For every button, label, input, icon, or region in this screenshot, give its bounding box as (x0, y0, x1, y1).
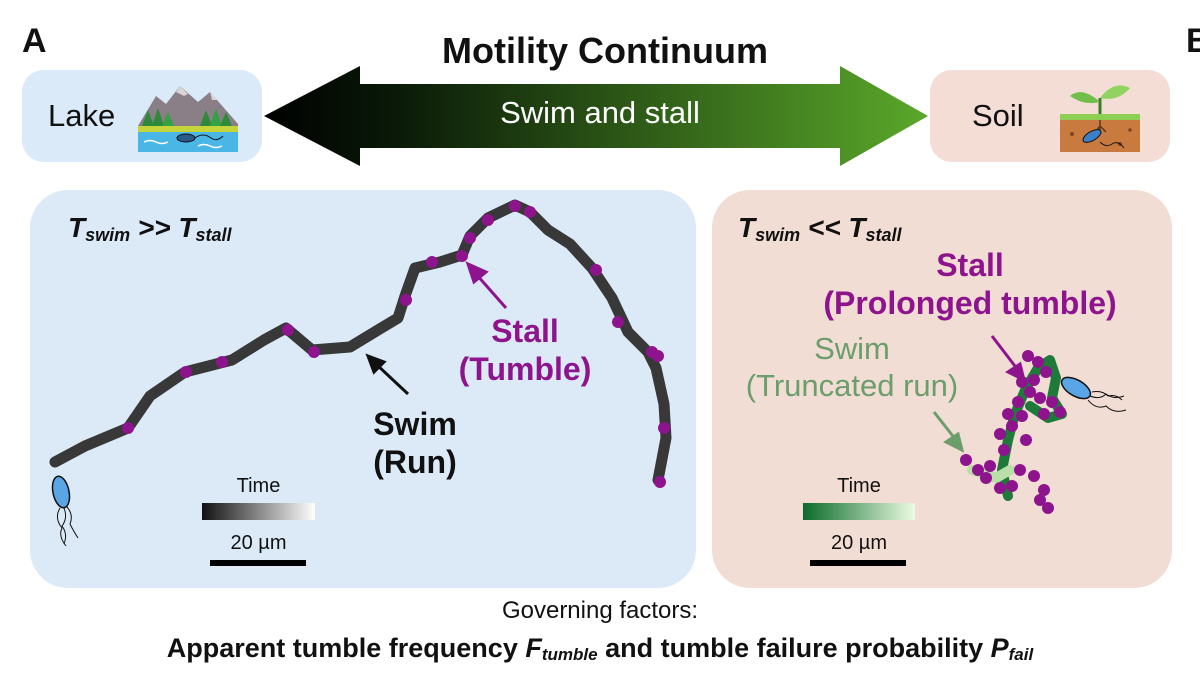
arrow-shape (264, 66, 928, 166)
stall-point (1022, 350, 1034, 362)
stall-point (1038, 408, 1050, 420)
lake-bacterium-icon (51, 475, 79, 547)
stall-point (464, 232, 476, 244)
soil-time-colorbar (803, 503, 915, 520)
stall-point (1012, 396, 1024, 408)
stall-point (1034, 392, 1046, 404)
stall-point (509, 200, 521, 212)
governing-factors-heading: Governing factors: (501, 597, 699, 624)
stall-point (1032, 356, 1044, 368)
stall-point (1028, 470, 1040, 482)
stall-point (972, 464, 984, 476)
stall-point (1006, 480, 1018, 492)
stall-point (180, 366, 192, 378)
continuum-arrow (264, 66, 928, 166)
stall-arrow (465, 261, 508, 309)
soil-swim-label: Swim(Truncated run) (745, 331, 959, 403)
stall-point (1016, 410, 1028, 422)
soil-icon (1060, 85, 1140, 152)
lake-scale-label: 20 µm (230, 532, 287, 554)
stall-point (216, 356, 228, 368)
arrow-label: Swim and stall (500, 95, 700, 130)
stall-point (994, 482, 1006, 494)
swim-arrow (365, 353, 410, 396)
lake-stall-points (122, 200, 670, 488)
soil-scale-bar (810, 560, 906, 566)
lake-stall-label: Stall(Tumble) (458, 313, 592, 387)
soil-stall-label: Stall(Prolonged tumble) (823, 247, 1117, 321)
stall-point (1042, 502, 1054, 514)
stall-point (1034, 494, 1046, 506)
soil-time-label: Time (837, 475, 881, 497)
panel-label-a: A (22, 22, 47, 60)
stall-point (1038, 484, 1050, 496)
stall-point (612, 316, 624, 328)
stall-point (308, 346, 320, 358)
diagram-title: Motility Continuum (442, 30, 768, 71)
stall-point (1024, 386, 1036, 398)
stall-point (994, 428, 1006, 440)
lake-icon (138, 86, 238, 152)
lake-time-label: Time (236, 475, 281, 497)
stall-point (590, 264, 602, 276)
governing-factors-text: Apparent tumble frequency Ftumble and tu… (166, 633, 1034, 664)
stall-point (654, 476, 666, 488)
soil-scale-label: 20 µm (831, 532, 887, 554)
soil-stall-points (960, 350, 1066, 514)
left-regime-label: Tswim >> Tstall (68, 212, 232, 245)
lake-box: Lake (22, 70, 262, 162)
stall-point (652, 350, 664, 362)
stall-point (1002, 408, 1014, 420)
soil-stall-arrow (990, 335, 1027, 383)
stall-point (482, 214, 494, 226)
stall-point (984, 460, 996, 472)
lake-label: Lake (48, 98, 116, 133)
soil-box: Soil (930, 70, 1170, 162)
stall-point (1046, 396, 1058, 408)
stall-point (1040, 366, 1052, 378)
stall-point (658, 422, 670, 434)
lake-scale-bar (210, 560, 306, 566)
stall-point (1028, 374, 1040, 386)
soil-swim-arrow (932, 411, 965, 453)
panel-label-b: B (1186, 22, 1200, 60)
stall-point (282, 324, 294, 336)
soil-regime-panel (712, 190, 1172, 588)
stall-point (1020, 434, 1032, 446)
stall-point (960, 454, 972, 466)
stall-point (998, 444, 1010, 456)
stall-point (426, 256, 438, 268)
stall-point (1006, 420, 1018, 432)
soil-bacterium-icon (1060, 376, 1127, 412)
stall-point (122, 422, 134, 434)
stall-point (1014, 464, 1026, 476)
stall-point (400, 294, 412, 306)
soil-label: Soil (972, 98, 1024, 133)
right-regime-label: Tswim << Tstall (738, 212, 902, 245)
lake-time-colorbar (202, 503, 315, 520)
stall-point (1054, 406, 1066, 418)
stall-point (524, 206, 536, 218)
stall-point (980, 472, 992, 484)
lake-swim-label: Swim(Run) (373, 406, 457, 480)
stall-point (456, 250, 468, 262)
